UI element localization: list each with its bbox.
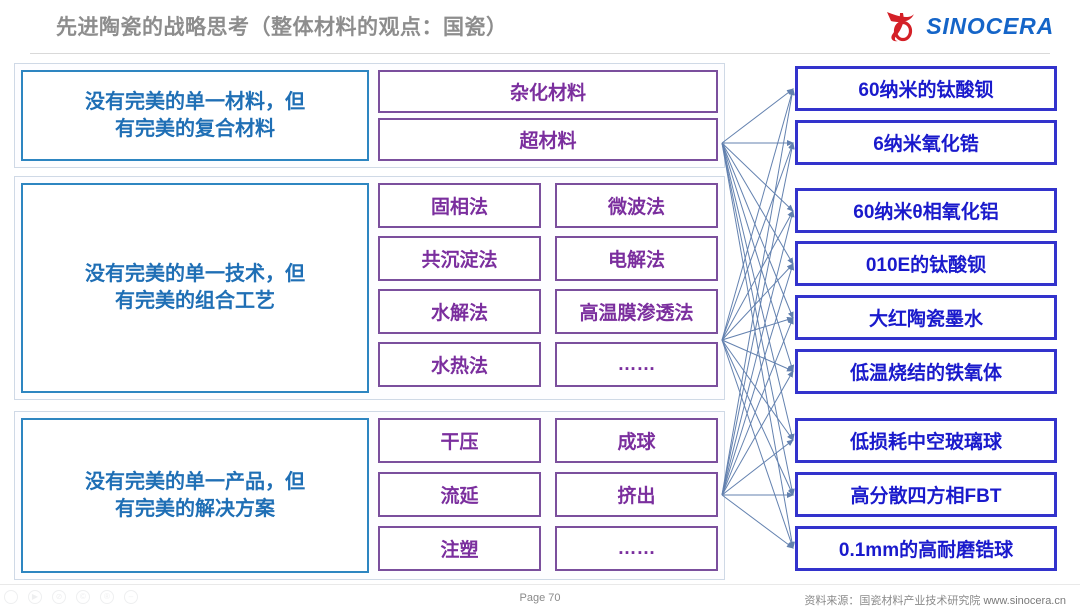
copyright-icon: © (76, 590, 90, 604)
page-number: Page 70 (519, 592, 561, 604)
product-box[interactable]: 高分散四方相FBT (795, 472, 1057, 517)
brand-logo: SINOCERA (883, 9, 1054, 43)
method-box[interactable]: 干压 (378, 418, 541, 463)
method-box[interactable]: 水解法 (378, 289, 541, 334)
product-box[interactable]: 60纳米θ相氧化铝 (795, 188, 1057, 233)
concept-line-1: 没有完美的单一技术，但 (85, 263, 305, 285)
method-box[interactable]: 成球 (555, 418, 718, 463)
product-box[interactable]: 60纳米的钛酸钡 (795, 66, 1057, 111)
registered-icon: ® (100, 590, 114, 604)
method-box[interactable]: 电解法 (555, 236, 718, 281)
circle-icon (4, 590, 18, 604)
method-box[interactable]: 固相法 (378, 183, 541, 228)
method-box[interactable]: 超材料 (378, 118, 718, 161)
play-circle-icon: ▶ (28, 590, 42, 604)
group-panel-product: 没有完美的单一产品，但 有完美的解决方案 干压 成球 流延 挤出 注塑 …… (14, 411, 725, 580)
method-box[interactable]: …… (555, 342, 718, 387)
method-box[interactable]: 微波法 (555, 183, 718, 228)
concept-box-product[interactable]: 没有完美的单一产品，但 有完美的解决方案 (21, 418, 369, 573)
product-box[interactable]: 低温烧结的铁氧体 (795, 349, 1057, 394)
method-box[interactable]: 高温膜渗透法 (555, 289, 718, 334)
concept-line-2: 有完美的复合材料 (115, 117, 275, 140)
product-box[interactable]: 010E的钛酸钡 (795, 241, 1057, 286)
watermark-icon-row: ▶ ⊘ © ® – (4, 590, 138, 604)
no-entry-icon: ⊘ (52, 590, 66, 604)
concept-line-2: 有完美的组合工艺 (115, 290, 275, 312)
product-box[interactable]: 大红陶瓷墨水 (795, 295, 1057, 340)
method-box[interactable]: 注塑 (378, 526, 541, 571)
concept-line-2: 有完美的解决方案 (115, 497, 275, 520)
sinocera-swirl-logo-icon (887, 12, 915, 42)
method-box[interactable]: 水热法 (378, 342, 541, 387)
method-box[interactable]: 流延 (378, 472, 541, 517)
slide-header: 先进陶瓷的战略思考（整体材料的观点：国瓷） SINOCERA (0, 0, 1080, 54)
concept-line-1: 没有完美的单一材料，但 (85, 90, 305, 113)
method-box[interactable]: 挤出 (555, 472, 718, 517)
concept-box-materials[interactable]: 没有完美的单一材料，但 有完美的复合材料 (21, 70, 369, 161)
group-panel-materials: 没有完美的单一材料，但 有完美的复合材料 杂化材料 超材料 (14, 63, 725, 168)
footer-divider (0, 584, 1080, 585)
dash-circle-icon: – (124, 590, 138, 604)
product-box[interactable]: 低损耗中空玻璃球 (795, 418, 1057, 463)
source-prefix: 资料来源：国瓷材料产业技术研究院 (804, 595, 981, 607)
header-divider (30, 53, 1050, 54)
source-url: www.sinocera.cn (983, 595, 1066, 607)
page-title: 先进陶瓷的战略思考（整体材料的观点：国瓷） (56, 16, 508, 39)
method-box[interactable]: …… (555, 526, 718, 571)
brand-logo-text: SINOCERA (926, 12, 1054, 39)
product-box[interactable]: 0.1mm的高耐磨锆球 (795, 526, 1057, 571)
concept-box-technology[interactable]: 没有完美的单一技术，但 有完美的组合工艺 (21, 183, 369, 393)
method-box[interactable]: 杂化材料 (378, 70, 718, 113)
method-box[interactable]: 共沉淀法 (378, 236, 541, 281)
concept-line-1: 没有完美的单一产品，但 (85, 470, 305, 493)
group-panel-technology: 没有完美的单一技术，但 有完美的组合工艺 固相法 微波法 共沉淀法 电解法 水解… (14, 176, 725, 400)
product-box[interactable]: 6纳米氧化锆 (795, 120, 1057, 165)
source-note: 资料来源：国瓷材料产业技术研究院 www.sinocera.cn (804, 592, 1066, 608)
